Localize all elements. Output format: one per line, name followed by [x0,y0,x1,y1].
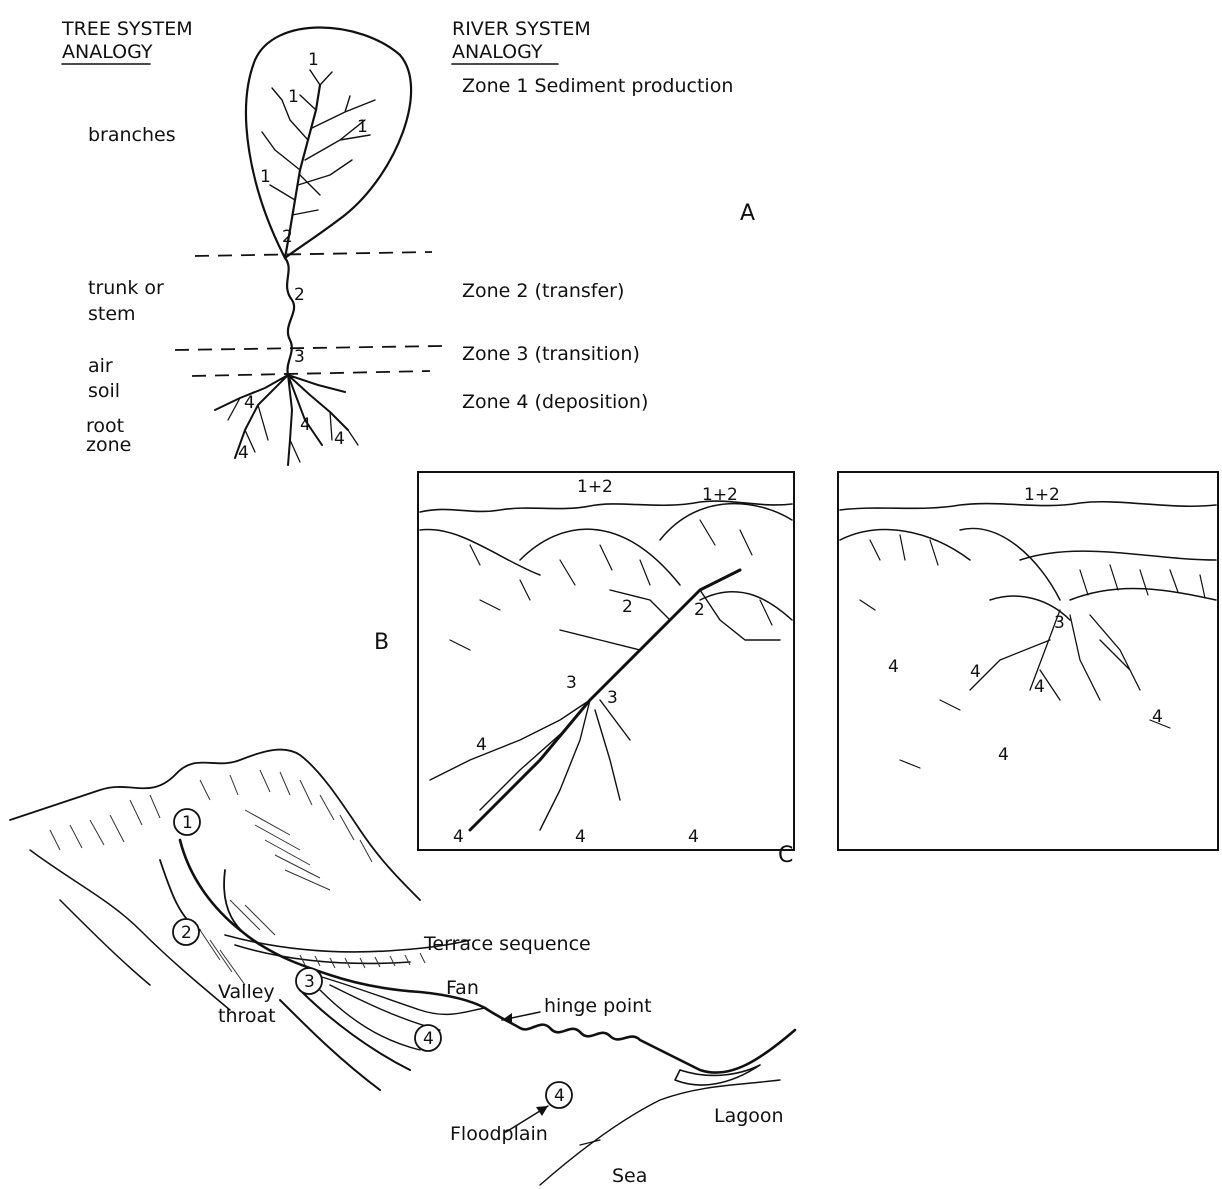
block-right-num-4e: 4 [998,745,1009,765]
label-valley-throat-line1: Valley [218,981,275,1003]
label-trunk-line1: trunk or [88,277,164,299]
block-left-num-4b: 4 [453,827,464,847]
panel-letter-b: B [374,630,389,655]
block-left-num-4d: 4 [688,827,699,847]
landscape-num-2: 2 [181,923,192,943]
panel-letter-c: C [778,843,793,868]
zone-labels: Zone 1 Sediment production Zone 2 (trans… [462,75,733,413]
block-right-num-4d: 4 [1152,707,1163,727]
block-right-num-3: 3 [1054,613,1065,633]
landscape-ridge [10,750,420,900]
tree-num-1d: 1 [260,167,271,187]
zone4-label: Zone 4 (deposition) [462,391,648,413]
landscape-meandering-river [485,1008,795,1073]
tree-roots [215,375,348,465]
block-left-num-2a: 2 [622,597,633,617]
tree-num-2b: 2 [294,285,305,305]
tree-system-header: TREE SYSTEM ANALOGY [61,18,193,64]
tree-num-2a: 2 [282,227,293,247]
tree-trunk [285,258,294,375]
label-floodplain: Floodplain [450,1123,548,1145]
landscape-num-4b: 4 [554,1086,565,1106]
label-soil: soil [88,380,120,402]
landscape-coastline [540,1080,780,1185]
label-fan: Fan [446,977,479,999]
zone1-label: Zone 1 Sediment production [462,75,733,97]
tree-crown-outline [246,28,411,259]
landscape-num-3: 3 [304,972,315,992]
tree-header-line2: ANALOGY [62,41,153,63]
landscape-diagram: 1 2 3 4 4 Terrace sequence Fan hinge poi… [10,750,795,1187]
block-right-num-4a: 4 [888,657,899,677]
tree-labels: branches trunk or stem air soil root zon… [86,124,176,456]
tree-num-4a: 4 [244,393,255,413]
block-left-frame [418,472,794,850]
block-left-num-4a: 4 [476,735,487,755]
block-left-num-2b: 2 [694,600,705,620]
river-system-header: RIVER SYSTEM ANALOGY [452,18,591,64]
block-left-num-3b: 3 [607,688,618,708]
label-terrace-sequence: Terrace sequence [423,933,591,955]
label-trunk-line2: stem [88,303,136,325]
tree-num-1a: 1 [308,50,319,70]
label-valley-throat-line2: throat [218,1005,276,1027]
soil-line [192,371,430,376]
river-header-line1: RIVER SYSTEM [452,18,591,40]
landscape-lagoon [675,1065,760,1085]
block-diagram-left: 1+2 1+2 2 2 3 3 4 4 4 4 [418,472,794,850]
landscape-num-1: 1 [182,813,193,833]
zone2-label: Zone 2 (transfer) [462,280,624,302]
tree-num-3: 3 [294,347,305,367]
block-left-num-1plus2b: 1+2 [702,485,738,505]
label-lagoon: Lagoon [714,1105,784,1127]
tree-num-4b: 4 [300,415,311,435]
block-right-num-4b: 4 [970,662,981,682]
landscape-num-4a: 4 [423,1029,434,1049]
tree-num-1c: 1 [357,117,368,137]
label-branches: branches [88,124,176,146]
zone2-boundary [175,346,442,350]
block-diagram-right: 1+2 3 4 4 4 4 4 [838,472,1218,850]
tree-header-line1: TREE SYSTEM [61,18,193,40]
tree-num-1b: 1 [288,87,299,107]
zone1-boundary [195,252,432,256]
block-left-num-3a: 3 [566,673,577,693]
tree-diagram: 1 1 1 1 2 2 3 4 4 4 4 [175,28,442,466]
block-right-num-1plus2: 1+2 [1024,485,1060,505]
zone3-label: Zone 3 (transition) [462,343,640,365]
block-left-num-1plus2a: 1+2 [577,477,613,497]
panel-letter-a: A [740,201,755,226]
label-air: air [88,355,113,377]
river-header-line2: ANALOGY [452,41,543,63]
label-hinge-point: hinge point [544,995,652,1017]
label-root-line2: zone [86,434,131,456]
floodplain-arrowhead [536,1106,548,1116]
label-sea: Sea [612,1165,647,1187]
block-left-num-4c: 4 [575,827,586,847]
block-right-num-4c: 4 [1034,677,1045,697]
tree-num-4d: 4 [238,443,249,463]
tree-num-4c: 4 [334,429,345,449]
